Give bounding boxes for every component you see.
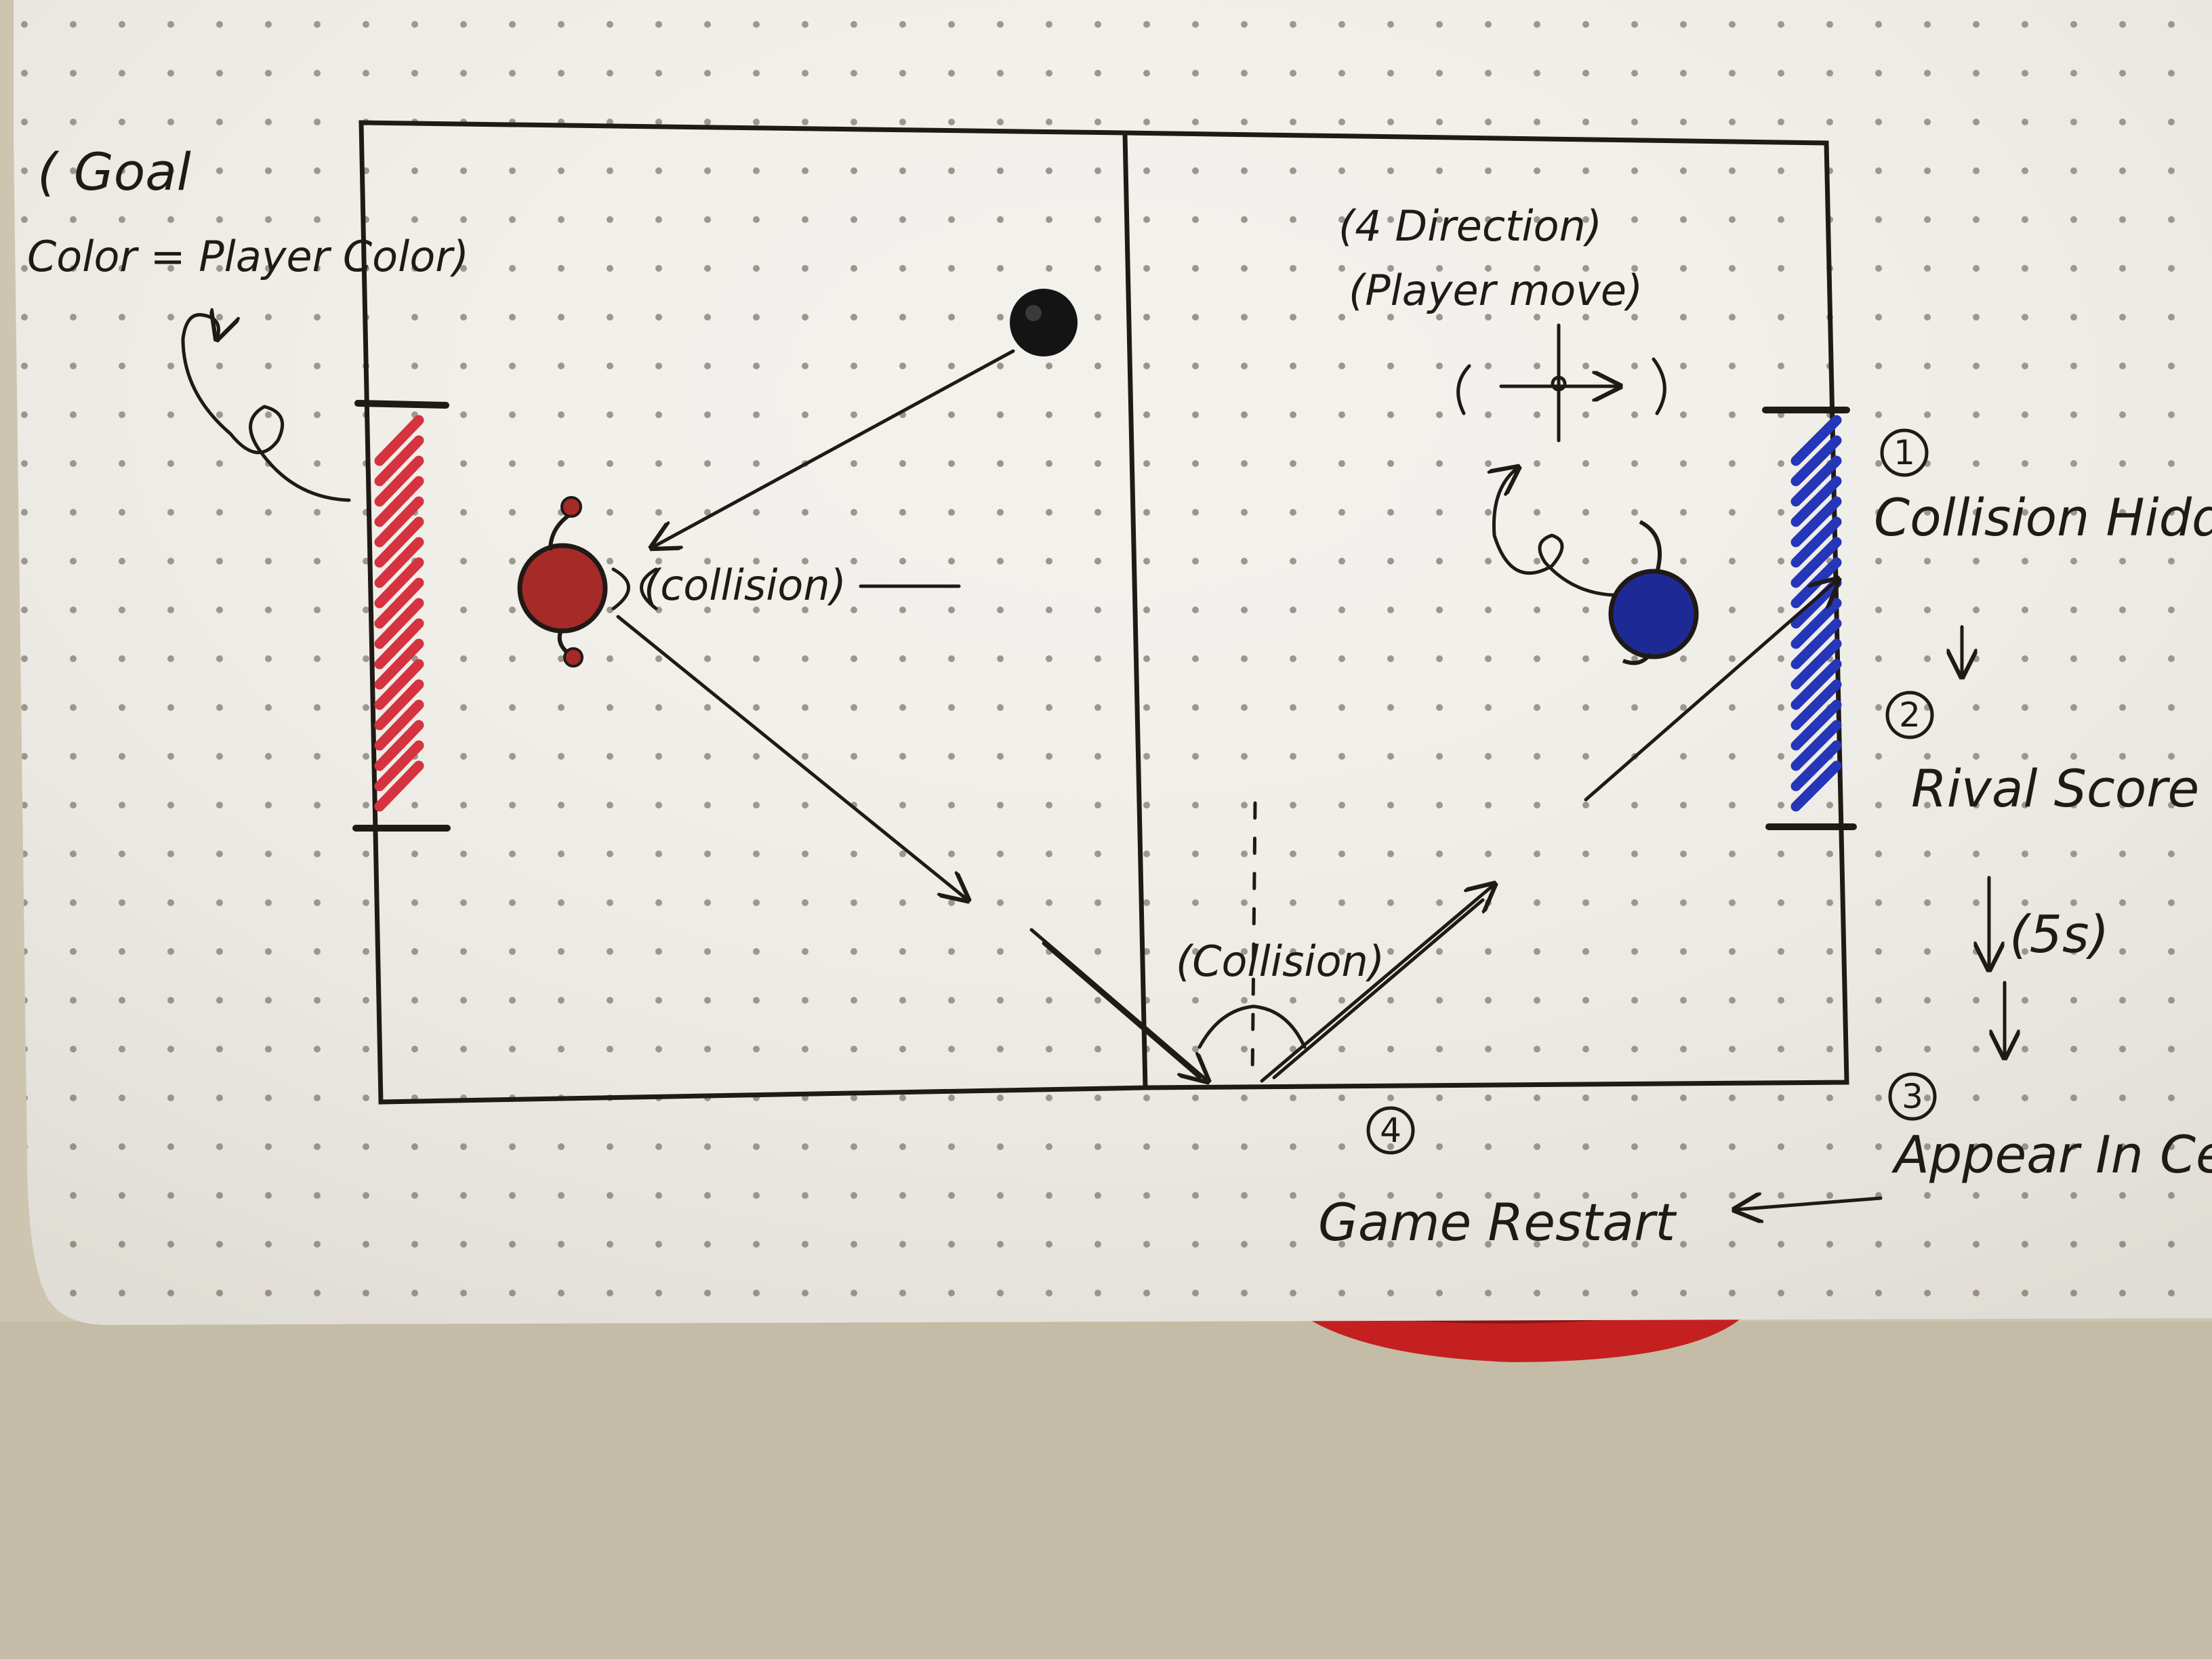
trajectory-to-wall-2: [1042, 941, 1202, 1080]
goal-note-line1: ( Goal: [37, 142, 191, 202]
move-note-pointer: [1494, 468, 1615, 597]
step-number: 1: [1893, 433, 1915, 472]
field: [359, 120, 1849, 1105]
red-goal: [352, 400, 451, 832]
goal-hatch-stroke: [1790, 455, 1842, 507]
goal-hatch-stroke: [374, 659, 424, 710]
blue-goal: [1762, 407, 1857, 830]
goal-hatch-stroke: [1790, 435, 1842, 487]
goal-hatch-stroke: [374, 740, 424, 792]
step-text: Rival Score +1: [1911, 758, 2212, 819]
step-4: 4 Game Restart: [1318, 1106, 1677, 1252]
step-number: 3: [1902, 1077, 1923, 1116]
ball: [1010, 289, 1078, 356]
ball-trajectories: [181, 314, 2005, 1210]
goal-hatch-stroke: [374, 476, 424, 527]
movement-arrows: [1499, 323, 1620, 443]
goal-hatch-stroke: [1790, 659, 1842, 710]
goal-hatch-stroke: [374, 598, 424, 649]
goal-hatch-stroke: [374, 537, 424, 588]
red-player: [517, 496, 608, 668]
goal-hatch-stroke: [1790, 638, 1842, 690]
step-text: Game Restart: [1318, 1192, 1677, 1252]
field-center-line: [1122, 131, 1148, 1090]
step-2: 2 Rival Score +1: [1885, 691, 2212, 819]
delay-label: (5s): [2009, 904, 2109, 964]
goal-note-line2: Color = Player Color): [27, 232, 469, 281]
goal-hatch-stroke: [1790, 496, 1842, 548]
collision-mark: [611, 567, 658, 611]
wall-normal-dashed: [1250, 801, 1257, 1081]
paper-shading: [14, 0, 2212, 1326]
goal-hatch-stroke: [1790, 537, 1842, 588]
step-1: 1 Collision Hidden: [1874, 428, 2212, 548]
goal-hatch-stroke: [374, 679, 424, 731]
goal-note-pointer: [181, 314, 351, 502]
goal-hatch-stroke: [374, 415, 424, 466]
goal-hatch-stroke: [374, 638, 424, 690]
step-text: Collision Hidden: [1874, 487, 2212, 548]
goal-hatch-stroke: [374, 496, 424, 548]
goal-hatch-stroke: [1790, 740, 1842, 792]
collision-label-player: (collision): [644, 560, 846, 610]
goal-hatch-stroke: [374, 577, 424, 629]
step-3: 3 Appear In Center: [1888, 1072, 2212, 1185]
step-badge: [1880, 428, 1929, 477]
goal-hatch-stroke: [374, 720, 424, 771]
movement-bracket-left: [1456, 364, 1471, 415]
step-text: Appear In Center: [1891, 1124, 2212, 1185]
trajectory-ball-to-red: [652, 349, 1015, 548]
movement-center: [1551, 375, 1567, 392]
goal-hatch-stroke: [1790, 476, 1842, 527]
trajectory-wall-bounce-2: [1272, 898, 1485, 1080]
wall-angle-arc: [1197, 1004, 1307, 1049]
goal-hatch-stroke: [1790, 760, 1842, 812]
move-note-line2: (Player move): [1349, 266, 1643, 315]
goal-hatch-stroke: [374, 557, 424, 609]
goal-hatch-stroke: [1790, 415, 1842, 466]
goal-hatch-stroke: [374, 760, 424, 812]
movement-bracket-right: [1652, 357, 1666, 415]
trajectory-red-deflect: [616, 615, 968, 900]
flow-arrow-3-4: [1735, 1198, 1883, 1210]
goal-hatch-stroke: [1790, 679, 1842, 731]
goal-hatch-stroke: [1790, 618, 1842, 670]
step-badge: [1888, 1072, 1937, 1121]
step-badge: [1366, 1106, 1415, 1155]
goal-hatch-stroke: [1790, 516, 1842, 568]
trajectory-wall-bounce: [1260, 884, 1494, 1083]
trajectory-to-wall: [1029, 928, 1208, 1081]
goal-hatch-stroke: [1790, 598, 1842, 649]
step-number: 4: [1380, 1111, 1401, 1150]
goal-hatch-stroke: [374, 618, 424, 670]
table-shadow: [0, 1322, 2212, 1659]
move-note-line1: (4 Direction): [1338, 201, 1602, 251]
blue-player: [1608, 520, 1699, 665]
trajectory-to-blue-goal: [1584, 579, 1838, 802]
goal-hatch-stroke: [374, 455, 424, 507]
goal-hatch-stroke: [374, 699, 424, 751]
collision-label-wall: (Collision): [1176, 937, 1385, 986]
step-number: 2: [1899, 695, 1921, 735]
goal-hatch-stroke: [1790, 720, 1842, 771]
step-badge: [1885, 691, 1934, 739]
goal-hatch-stroke: [374, 516, 424, 568]
goal-hatch-stroke: [1790, 699, 1842, 751]
goal-hatch-stroke: [374, 435, 424, 487]
